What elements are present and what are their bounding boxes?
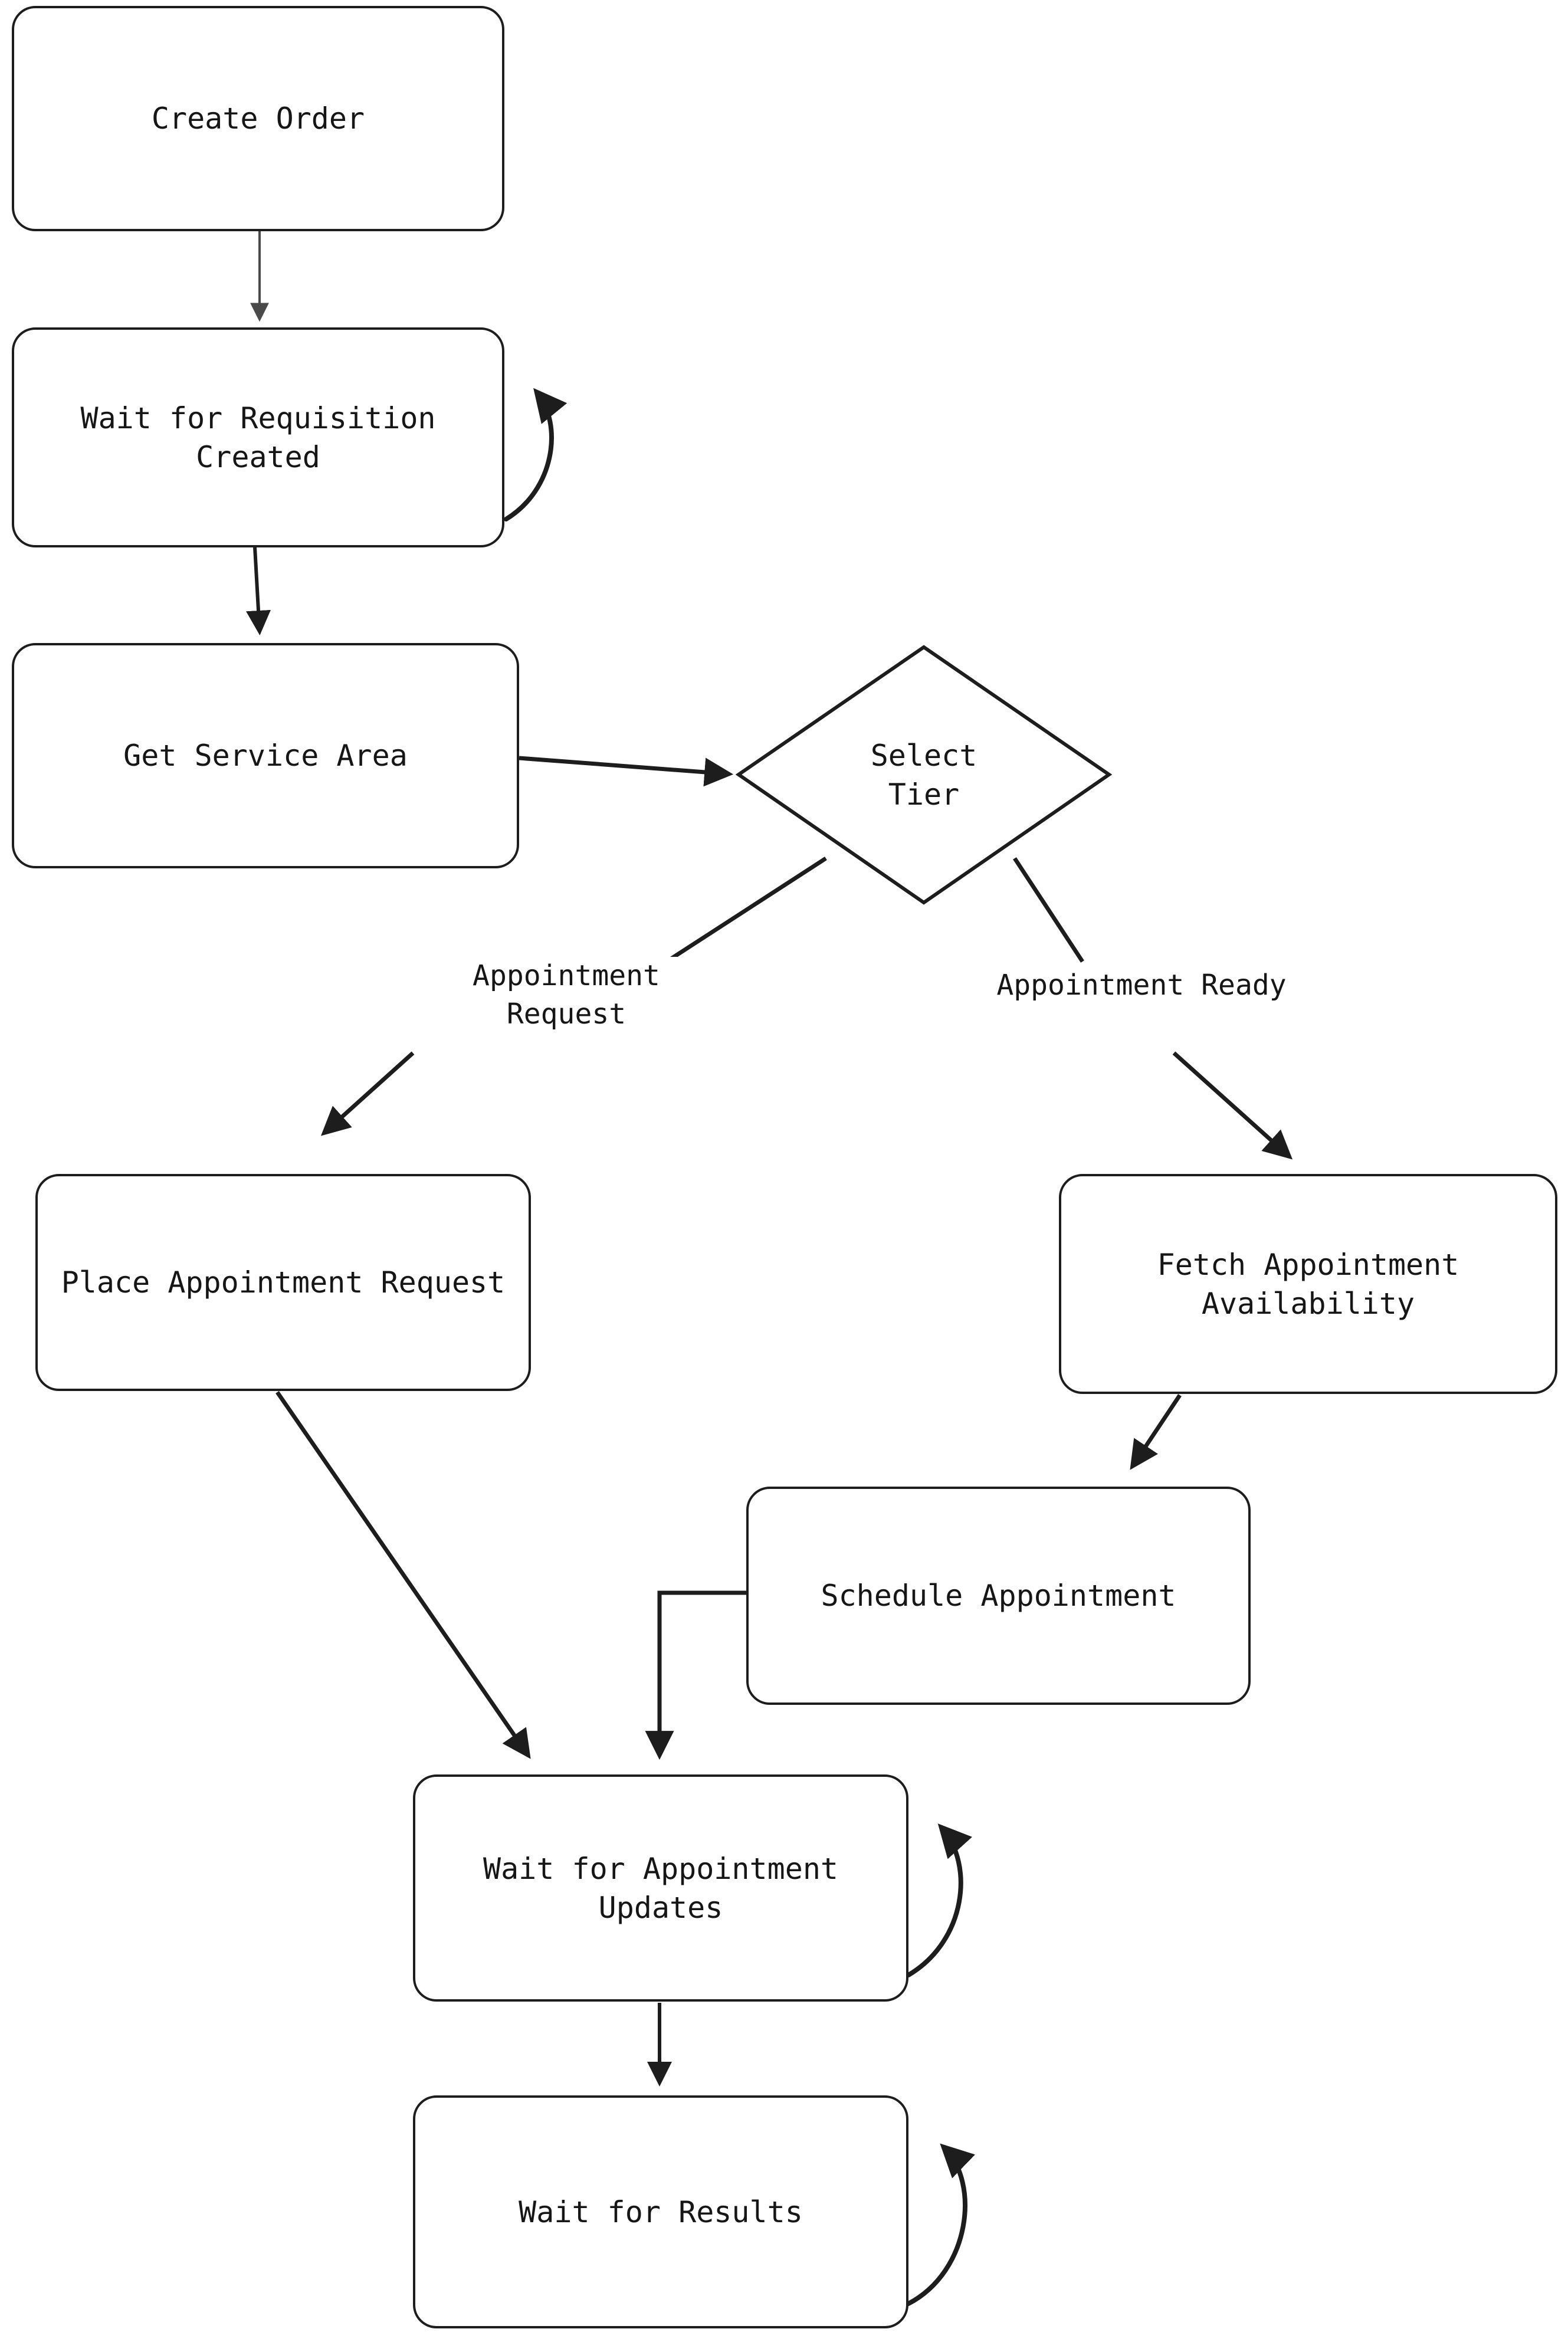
node-wait-results-label: Wait for Results xyxy=(519,2194,803,2229)
node-schedule-appointment[interactable]: Schedule Appointment xyxy=(746,1487,1251,1705)
node-wait-requisition-created[interactable]: Wait for Requisition Created xyxy=(12,327,504,547)
edge-fetch-availability-to-schedule-appointment xyxy=(1130,1394,1182,1470)
node-wait-appointment-updates[interactable]: Wait for Appointment Updates xyxy=(413,1774,908,2002)
node-select-tier[interactable]: Select Tier xyxy=(739,647,1109,903)
edge-get-service-area-to-select-tier xyxy=(519,756,734,787)
node-get-service-area-label: Get Service Area xyxy=(123,739,408,773)
edge-label-appointment-request: Appointment Request xyxy=(434,957,699,1034)
node-place-appointment-request[interactable]: Place Appointment Request xyxy=(35,1174,531,1391)
node-place-appointment-request-label: Place Appointment Request xyxy=(61,1265,506,1300)
node-get-service-area[interactable]: Get Service Area xyxy=(12,643,519,868)
node-fetch-appointment-availability-label: Fetch Appointment Availability xyxy=(1157,1247,1459,1321)
node-wait-requisition-created-label: Wait for Requisition Created xyxy=(80,401,436,474)
node-wait-results[interactable]: Wait for Results xyxy=(413,2095,908,2328)
edge-place-appointment-to-wait-updates xyxy=(275,1391,531,1759)
edge-select-tier-to-fetch-availability xyxy=(1013,857,1293,1160)
node-select-tier-label: Select Tier xyxy=(870,738,977,812)
select-tier-diamond-shape xyxy=(735,645,1113,905)
edge-select-tier-to-place-appointment xyxy=(320,857,827,1136)
edge-wait-requisition-to-get-service-area xyxy=(246,547,271,635)
edge-wait-requisition-self-loop xyxy=(504,388,568,521)
edge-wait-updates-self-loop xyxy=(906,1823,973,1977)
node-create-order-label: Create Order xyxy=(151,101,365,136)
node-fetch-appointment-availability[interactable]: Fetch Appointment Availability xyxy=(1059,1174,1557,1394)
node-wait-appointment-updates-label: Wait for Appointment Updates xyxy=(483,1851,839,1925)
edge-label-appointment-ready: Appointment Ready xyxy=(965,966,1318,1005)
node-schedule-appointment-label: Schedule Appointment xyxy=(821,1579,1176,1613)
node-create-order[interactable]: Create Order xyxy=(12,6,504,231)
edge-wait-results-self-loop xyxy=(906,2143,975,2306)
edge-schedule-appointment-to-wait-updates xyxy=(645,1590,746,1760)
